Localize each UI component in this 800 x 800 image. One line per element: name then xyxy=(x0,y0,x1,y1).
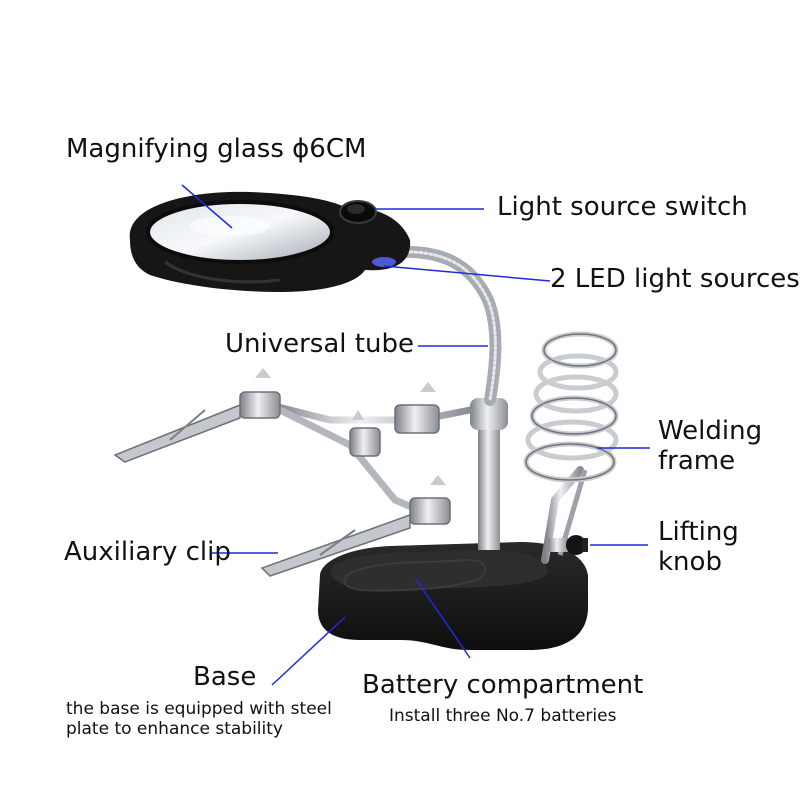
leader-battery xyxy=(414,577,471,659)
label-universal-tube: Universal tube xyxy=(225,329,414,359)
lower-clip xyxy=(260,513,411,577)
stand-post xyxy=(470,398,508,550)
label-battery-compartment: Battery compartment xyxy=(362,670,644,700)
label-lifting-knob: Lifting knob xyxy=(658,517,739,577)
label-light-source-switch: Light source switch xyxy=(497,192,748,222)
battery-compartment xyxy=(343,558,487,592)
leader-lines xyxy=(181,184,650,686)
leader-magnifier xyxy=(181,184,233,229)
label-led-light-sources: 2 LED light sources xyxy=(550,264,800,294)
light-switch xyxy=(339,200,377,224)
leader-base xyxy=(271,616,346,686)
welding-frame xyxy=(523,331,619,564)
label-magnifying-glass: Magnifying glass ϕ6CM xyxy=(66,134,367,164)
universal-tube xyxy=(389,245,502,406)
label-welding-frame: Welding frame xyxy=(658,416,763,476)
label-base-note: the base is equipped with steel plate to… xyxy=(66,699,332,739)
label-battery-note: Install three No.7 batteries xyxy=(389,706,617,726)
led-light xyxy=(372,257,396,267)
label-auxiliary-clip: Auxiliary clip xyxy=(64,537,231,567)
upper-clip xyxy=(113,403,241,463)
magnifier-head xyxy=(129,191,411,292)
label-base: Base xyxy=(193,662,257,692)
leader-led xyxy=(383,265,551,282)
helping-hand-arms xyxy=(113,368,474,577)
base xyxy=(318,542,588,650)
lifting-knob xyxy=(548,535,588,555)
